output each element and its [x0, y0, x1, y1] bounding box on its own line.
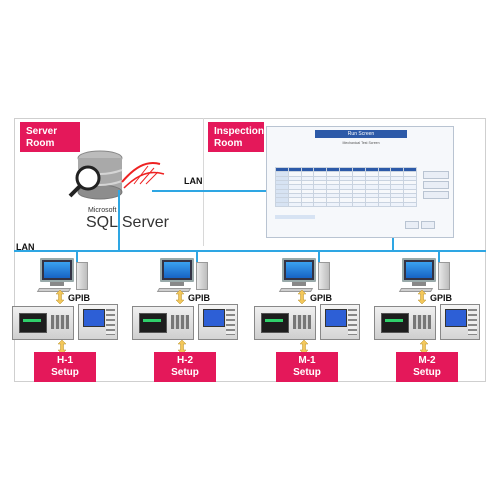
pc-monitor-icon — [282, 258, 316, 282]
run-screen-back — [421, 221, 435, 229]
server-room-label: Server Room — [20, 122, 80, 152]
inspection-room-text: Inspection Room — [214, 126, 265, 149]
lan-drop-server — [118, 190, 120, 250]
pc-tower-icon — [76, 262, 88, 290]
setup-name: M-1 — [298, 355, 316, 366]
lan-drop-pc — [76, 250, 78, 264]
gpib-label: GPIB — [430, 293, 453, 303]
run-screen-title: Run Screen — [315, 130, 407, 138]
keyboard-icon — [156, 288, 192, 292]
pc-stand — [50, 282, 64, 286]
run-screen-button — [423, 171, 449, 179]
lan-drop-pc — [438, 250, 440, 264]
gpib-arrow-icon — [175, 289, 185, 305]
run-screen-ok — [405, 221, 419, 229]
gpib-label: GPIB — [68, 293, 91, 303]
signal-generator-icon — [198, 304, 238, 340]
keyboard-icon — [36, 288, 72, 292]
lan-link-server-inspection — [152, 190, 266, 192]
signal-generator-icon — [440, 304, 480, 340]
run-screen-table — [275, 166, 417, 208]
pc-monitor-icon — [40, 258, 74, 282]
gpib-arrow-icon — [55, 289, 65, 305]
lan-drop-inspection — [392, 238, 394, 252]
lan-label-bottom: LAN — [16, 242, 35, 252]
keyboard-icon — [278, 288, 314, 292]
pc-monitor-icon — [402, 258, 436, 282]
sql-product: SQL Server — [86, 214, 169, 231]
run-screen-subtitle: Mechanical Test Screen — [342, 141, 380, 145]
lan-drop-pc — [196, 250, 198, 264]
setup-label: Setup — [171, 367, 199, 378]
pc-monitor-icon — [160, 258, 194, 282]
room-divider — [203, 118, 204, 246]
setup-name: M-2 — [418, 355, 436, 366]
gpib-label: GPIB — [188, 293, 211, 303]
power-meter-icon — [254, 306, 316, 340]
run-screen-button — [423, 181, 449, 189]
sql-brand: Microsoft — [88, 207, 117, 214]
lan-label-top: LAN — [184, 176, 203, 186]
power-meter-icon — [132, 306, 194, 340]
keyboard-icon — [398, 288, 434, 292]
lan-drop-pc — [318, 250, 320, 264]
power-meter-icon — [12, 306, 74, 340]
signal-generator-icon — [78, 304, 118, 340]
gpib-label: GPIB — [310, 293, 333, 303]
gpib-arrow-icon — [417, 289, 427, 305]
gpib-arrow-icon — [297, 289, 307, 305]
run-screen-footer — [275, 215, 315, 219]
setup-label: Setup — [413, 367, 441, 378]
setup-label: Setup — [293, 367, 321, 378]
server-room-text: Server Room — [26, 126, 58, 149]
pc-stand — [292, 282, 306, 286]
pc-tower-icon — [438, 262, 450, 290]
setup-name: H-2 — [176, 355, 194, 366]
lan-backbone — [14, 250, 486, 252]
setup-label: Setup — [51, 367, 79, 378]
pc-stand — [170, 282, 184, 286]
inspection-room-label: Inspection Room — [208, 122, 264, 152]
run-screen-screenshot: Run Screen Mechanical Test Screen — [266, 126, 454, 238]
pc-tower-icon — [196, 262, 208, 290]
signal-generator-icon — [320, 304, 360, 340]
sql-server-icon — [68, 150, 165, 200]
pc-tower-icon — [318, 262, 330, 290]
pc-stand — [412, 282, 426, 286]
run-screen-button — [423, 191, 449, 199]
power-meter-icon — [374, 306, 436, 340]
setup-name: H-1 — [56, 355, 74, 366]
